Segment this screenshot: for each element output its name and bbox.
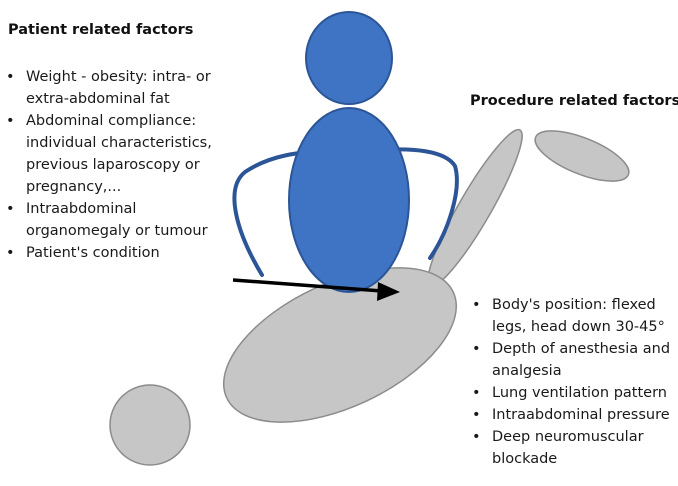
procedure-factor-item: Depth of anesthesia and analgesia bbox=[466, 338, 678, 382]
procedure-factors-heading: Procedure related factors bbox=[470, 93, 678, 109]
blue-figure-head bbox=[306, 12, 392, 104]
patient-factors-list: Weight - obesity: intra- or extra-abdomi… bbox=[0, 66, 240, 264]
patient-head-shape bbox=[110, 385, 190, 465]
patient-factor-item: Intraabdominal organomegaly or tumour bbox=[0, 198, 240, 242]
procedure-factor-item: Body's position: flexed legs, head down … bbox=[466, 294, 678, 338]
leg-upper-shape bbox=[416, 122, 534, 294]
patient-factor-item: Patient's condition bbox=[0, 242, 240, 264]
patient-factors-heading: Patient related factors bbox=[8, 22, 193, 38]
procedure-factors-list: Body's position: flexed legs, head down … bbox=[466, 294, 678, 470]
procedure-factor-item: Lung ventilation pattern bbox=[466, 382, 678, 404]
procedure-factor-item: Deep neuromuscular blockade bbox=[466, 426, 678, 470]
blue-figure-torso bbox=[289, 108, 409, 292]
leg-lower-shape bbox=[529, 121, 635, 192]
patient-factor-item: Weight - obesity: intra- or extra-abdomi… bbox=[0, 66, 240, 110]
procedure-factor-item: Intraabdominal pressure bbox=[466, 404, 678, 426]
patient-factor-item: Abdominal compliance: individual charact… bbox=[0, 110, 240, 198]
